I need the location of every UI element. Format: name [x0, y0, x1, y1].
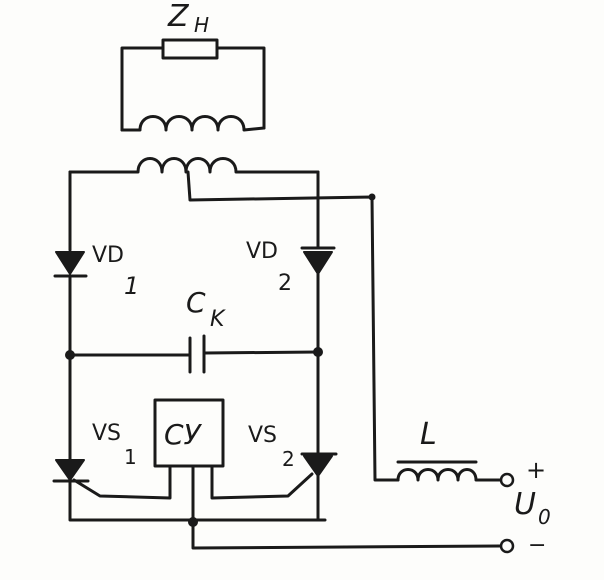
- load-label-sub: H: [194, 13, 209, 37]
- control-unit-label: СУ: [164, 418, 203, 451]
- load-label: Z: [167, 0, 190, 34]
- inductor-circuit: [396, 460, 515, 488]
- source-label-sub: 0: [538, 505, 551, 529]
- vd2-diode: [303, 251, 333, 275]
- inductor-label: L: [420, 417, 437, 452]
- vs1-label-sub: 1: [124, 445, 137, 469]
- control-unit: [153, 398, 225, 468]
- load-resistor: [161, 38, 219, 60]
- inductor-coil: [396, 468, 502, 482]
- vd1-diode: [55, 251, 85, 275]
- cap-label: C: [186, 286, 206, 319]
- vs1-label: VS: [92, 421, 121, 446]
- vd2-label-sub: 2: [278, 271, 292, 296]
- center-tap-node: [368, 193, 376, 201]
- left-leg: [52, 170, 327, 522]
- control-unit-box: [153, 398, 225, 468]
- vs2-gate-wire: [210, 464, 314, 500]
- right-leg: [210, 170, 338, 522]
- cap-node-left: [65, 350, 75, 360]
- left-wire: [68, 170, 327, 522]
- negative-rail: [188, 464, 515, 554]
- load-circuit: [120, 38, 266, 132]
- secondary-winding: [120, 115, 266, 132]
- vd1-label: VD: [92, 243, 124, 268]
- vd2-label: VD: [246, 239, 278, 264]
- vs1-thyristor: [55, 459, 85, 481]
- cap-label-sub: K: [210, 307, 226, 332]
- vs2-label-sub: 2: [282, 447, 295, 471]
- labels: Z H VD 1 VD 2 C K VS 1 VS 2 СУ L + U 0 −: [92, 0, 551, 558]
- primary-winding: [68, 157, 320, 174]
- vd1-label-sub: 1: [124, 272, 139, 300]
- primary-circuit: [68, 157, 400, 482]
- cap-node-right: [313, 347, 323, 357]
- vs1-gate-wire: [72, 464, 172, 500]
- load-loop-wire: [120, 46, 266, 132]
- cap-wire: [68, 350, 320, 357]
- vs2-thyristor: [303, 455, 333, 477]
- source-label: U: [514, 487, 536, 522]
- minus-label: −: [528, 533, 546, 558]
- plus-label: +: [526, 456, 546, 484]
- plus-terminal: [499, 472, 515, 488]
- bottom-node: [188, 517, 198, 527]
- minus-terminal: [499, 538, 515, 554]
- commutating-capacitor: [65, 334, 323, 374]
- vs2-label: VS: [248, 423, 277, 448]
- negative-wire: [191, 464, 502, 550]
